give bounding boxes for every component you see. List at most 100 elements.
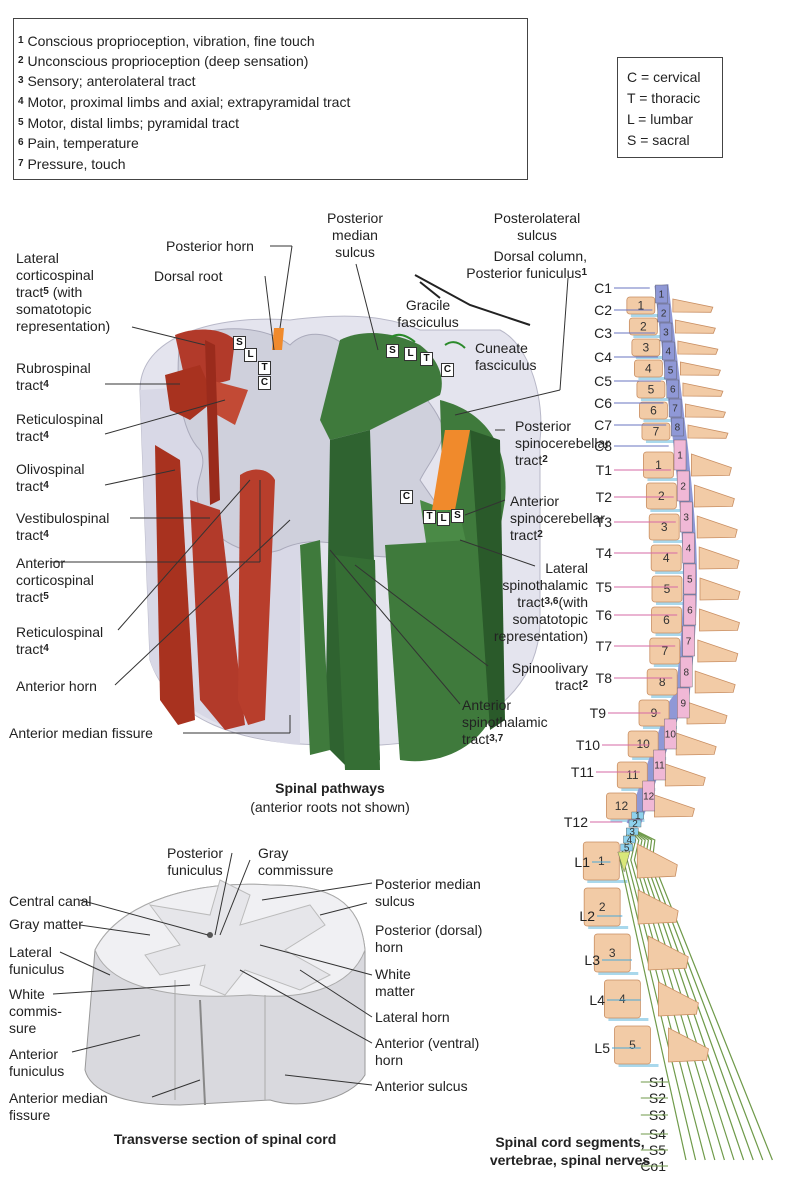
vertebral-body bbox=[648, 513, 680, 541]
spinous-process bbox=[693, 484, 735, 508]
intervertebral-disc bbox=[587, 880, 628, 883]
vertebra-number: 1 bbox=[655, 458, 662, 472]
vertebral-body bbox=[582, 841, 620, 881]
segment-label: L2 bbox=[579, 908, 595, 924]
segment-label: T6 bbox=[596, 607, 613, 623]
tag-t: T bbox=[258, 361, 271, 375]
spinous-process bbox=[668, 1027, 709, 1063]
vertebra-number: 1 bbox=[598, 854, 605, 868]
spinous-process bbox=[685, 403, 726, 418]
vertebra-number: 8 bbox=[659, 675, 666, 689]
segment-label: T7 bbox=[596, 638, 613, 654]
intervertebral-disc bbox=[651, 695, 686, 698]
intervertebral-disc bbox=[633, 335, 666, 338]
segment-label: C8 bbox=[594, 438, 612, 454]
segment-label: T4 bbox=[596, 545, 613, 561]
cord-segment bbox=[659, 322, 673, 342]
vertebra-number: 3 bbox=[661, 520, 668, 534]
cord-segment-number: 2 bbox=[680, 482, 686, 493]
spinous-process bbox=[697, 639, 739, 663]
spinous-process bbox=[686, 701, 728, 725]
vertebral-body bbox=[649, 637, 681, 665]
vertebra-number: 7 bbox=[653, 425, 660, 439]
intervertebral-disc bbox=[618, 1064, 659, 1067]
cord-segment bbox=[642, 780, 655, 812]
vertebra-number: 6 bbox=[663, 613, 670, 627]
segment-label: C4 bbox=[594, 349, 612, 365]
spinous-process bbox=[699, 577, 741, 601]
spinous-process bbox=[664, 763, 706, 787]
segment-label: C2 bbox=[594, 302, 612, 318]
intervertebral-disc bbox=[655, 571, 690, 574]
abbr-item: L = lumbar bbox=[627, 111, 694, 127]
cord-segment bbox=[679, 501, 693, 533]
cord-segment bbox=[631, 811, 644, 820]
cord-segment bbox=[673, 439, 687, 471]
tag-t: T bbox=[420, 352, 433, 366]
spinous-process bbox=[687, 424, 729, 439]
vertebral-body bbox=[651, 575, 683, 603]
cord-segment-number: 8 bbox=[683, 668, 689, 679]
vertebra-number: 5 bbox=[648, 383, 655, 397]
vertebral-body bbox=[604, 979, 641, 1019]
label-posterior-horn: Posterior horn bbox=[166, 238, 254, 254]
abbr-item: T = thoracic bbox=[627, 90, 701, 106]
vertebra-number: 3 bbox=[609, 946, 616, 960]
intervertebral-disc bbox=[655, 633, 690, 636]
segment-label: L1 bbox=[574, 854, 590, 870]
cord-segment-number: 2 bbox=[661, 309, 667, 320]
spinous-process bbox=[658, 981, 699, 1017]
vertebra-number: 1 bbox=[637, 299, 644, 313]
vertebra-number: 12 bbox=[615, 799, 629, 813]
cord-segment-number: 6 bbox=[687, 606, 693, 617]
spinous-process bbox=[637, 889, 679, 925]
vertebra-number: 6 bbox=[650, 404, 657, 418]
spinous-process bbox=[677, 340, 719, 355]
spinous-process bbox=[680, 361, 721, 376]
caption-transverse-section: Transverse section of spinal cord bbox=[113, 1131, 337, 1147]
cord-segment bbox=[628, 819, 642, 828]
cord-segment bbox=[677, 687, 690, 719]
vertebral-body bbox=[614, 1025, 651, 1065]
legend-item: 7 Pressure, touch bbox=[18, 156, 126, 172]
cord-segment bbox=[657, 303, 670, 323]
intervertebral-disc bbox=[653, 664, 688, 667]
cord-segment bbox=[666, 379, 679, 399]
segment-label: T11 bbox=[571, 764, 594, 780]
vertebral-body bbox=[639, 401, 668, 420]
vertebral-body bbox=[593, 933, 631, 973]
intervertebral-disc bbox=[638, 377, 671, 380]
cord-segment-number: 4 bbox=[665, 347, 671, 358]
segment-label: L4 bbox=[589, 992, 605, 1008]
legend-item: 4 Motor, proximal limbs and axial; extra… bbox=[18, 94, 351, 110]
segment-label: T5 bbox=[596, 579, 613, 595]
cauda-equina-nerve bbox=[622, 829, 697, 1161]
cord-segment bbox=[664, 718, 677, 750]
abbr-item: S = sacral bbox=[627, 132, 690, 148]
vertebra-number: 3 bbox=[643, 341, 650, 355]
segment-label: C5 bbox=[594, 373, 612, 389]
segment-label: C7 bbox=[594, 417, 612, 433]
cord-segment-number: 1 bbox=[677, 451, 683, 462]
cord-segment-sacral bbox=[617, 851, 631, 873]
spinous-process bbox=[674, 319, 716, 334]
vertebral-body bbox=[631, 338, 661, 357]
vertebral-body bbox=[616, 761, 648, 789]
segment-label: C1 bbox=[594, 280, 612, 296]
intervertebral-disc bbox=[655, 602, 690, 605]
intervertebral-disc bbox=[650, 509, 685, 512]
label-dorsal-root: Dorsal root bbox=[154, 268, 223, 284]
